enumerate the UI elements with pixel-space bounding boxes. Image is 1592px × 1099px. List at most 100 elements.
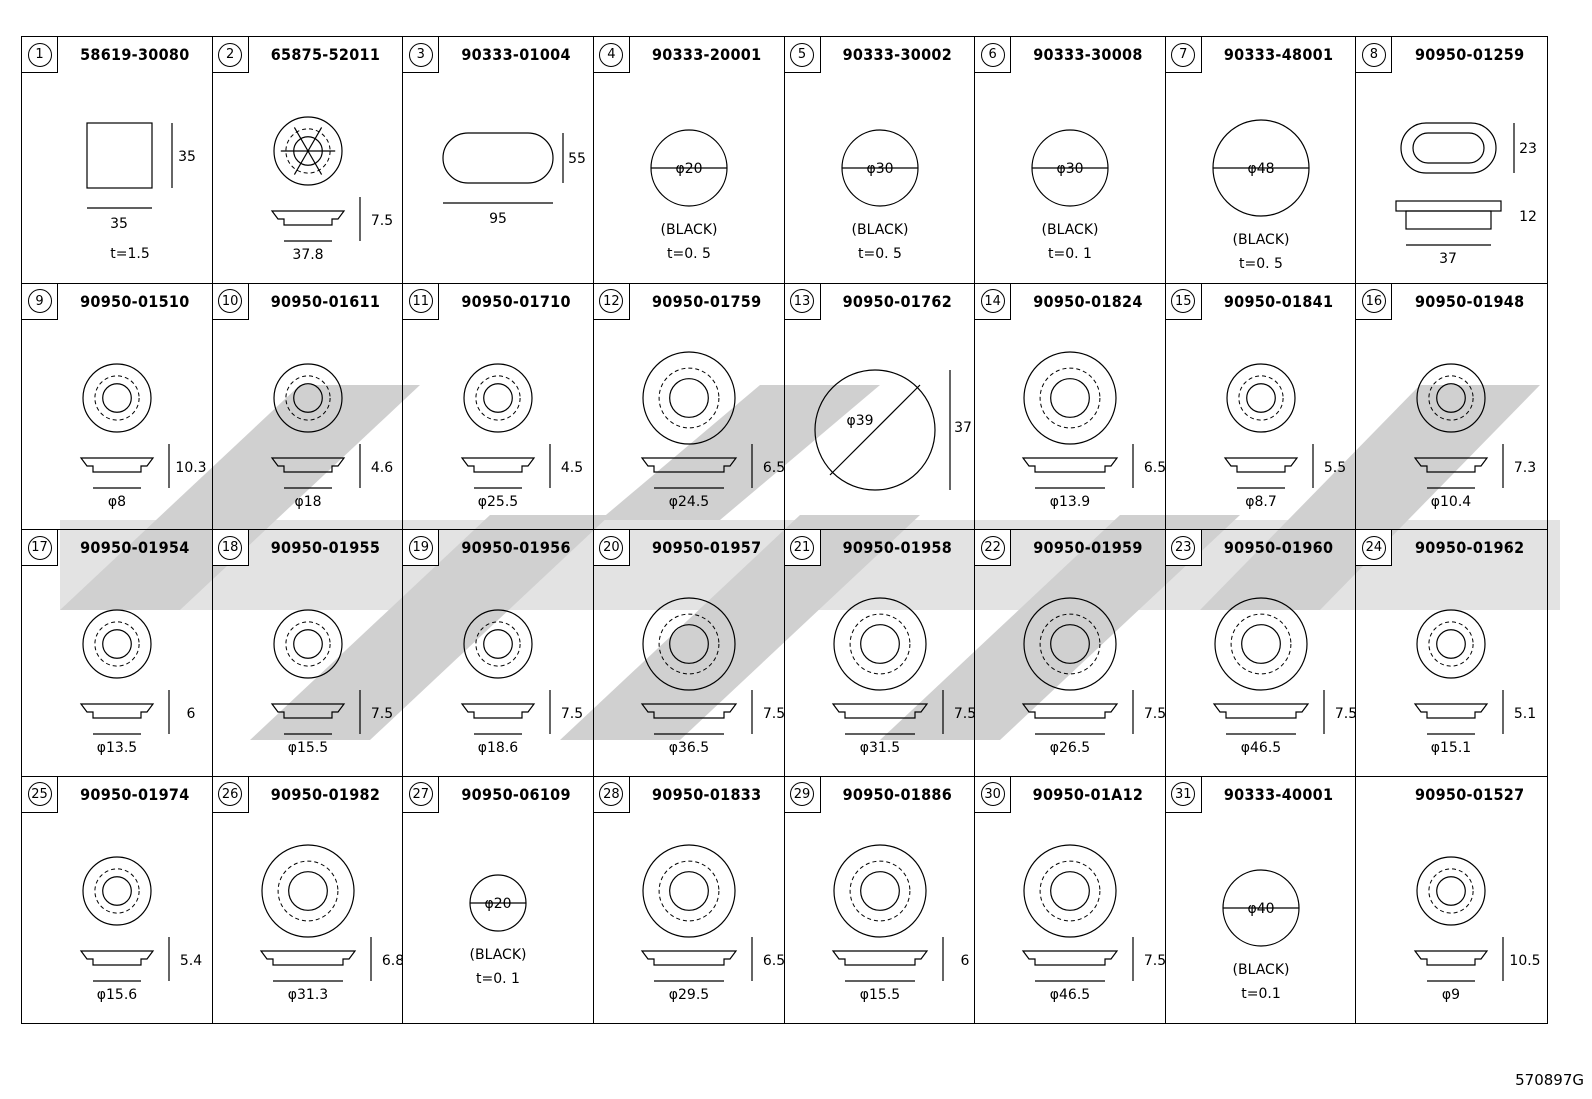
grommet-outer-ring xyxy=(273,609,343,679)
diameter-dimension-label: φ30 xyxy=(866,161,893,177)
grommet-outer-ring xyxy=(1416,609,1486,679)
part-side-profile xyxy=(461,703,536,719)
item-number: 12 xyxy=(599,289,624,313)
grommet-inner-ring xyxy=(1428,867,1474,914)
height-dimension-label: 5.1 xyxy=(1514,706,1536,722)
height-dimension-label: 5.4 xyxy=(180,953,202,969)
diameter-dimension-line xyxy=(829,384,920,475)
grommet-inner-ring xyxy=(1428,621,1474,667)
item-number: 1 xyxy=(27,42,52,67)
grommet-outer-ring xyxy=(273,116,343,186)
thickness-note: t=0.1 xyxy=(1241,986,1280,1002)
part-side-profile xyxy=(1212,703,1309,719)
part-drawing: 5.5φ8.7 xyxy=(1223,362,1346,510)
grommet-inner-ring xyxy=(1230,613,1292,675)
item-number: 9 xyxy=(27,289,52,313)
item-number: 25 xyxy=(27,782,52,806)
oval-grommet-side xyxy=(1395,200,1502,212)
width-dimension-label: 35 xyxy=(110,216,128,232)
part-side-profile xyxy=(640,456,738,473)
item-number: 20 xyxy=(599,535,624,560)
thickness-note: t=0. 1 xyxy=(1048,246,1092,262)
part-drawing: φ40(BLACK)t=0.1 xyxy=(1222,868,1300,1002)
height-dimension-label: 4.6 xyxy=(370,460,392,476)
part-side-profile xyxy=(831,949,928,966)
part-number: 90950-01886 xyxy=(842,784,953,804)
square-patch xyxy=(86,122,153,189)
diameter-dimension-label: φ15.5 xyxy=(859,987,899,1003)
grommet-outer-ring xyxy=(1023,350,1117,445)
diameter-dimension-label: φ36.5 xyxy=(669,740,709,756)
height-dimension-label: 37 xyxy=(954,420,972,436)
grommet-outer-ring xyxy=(82,609,152,679)
clip-disc-body xyxy=(813,368,936,491)
item-number: 4 xyxy=(599,42,624,67)
part-number: 90950-01954 xyxy=(80,538,190,557)
part-number: 90950-01259 xyxy=(1414,45,1525,64)
item-number-box: 24 xyxy=(1356,530,1393,566)
height-dimension-label: 6 xyxy=(960,953,969,969)
item-number: 11 xyxy=(408,289,433,313)
part-cell[interactable]: 25 90950-01974 5.4 φ15.6 xyxy=(22,776,213,1023)
item-number-box: 15 xyxy=(1165,283,1202,320)
item-number-box: 17 xyxy=(22,530,58,566)
diameter-dimension-label: φ25.5 xyxy=(478,494,518,510)
part-drawing: 4.6 φ18 xyxy=(270,362,393,510)
item-number: 28 xyxy=(599,782,624,806)
item-number: 17 xyxy=(27,535,52,560)
grommet-outer-ring xyxy=(1416,362,1486,433)
item-number-box: 31 xyxy=(1165,776,1202,813)
color-note: (BLACK) xyxy=(851,222,908,238)
grommet-hole xyxy=(483,629,514,659)
diameter-dimension-label: φ13.9 xyxy=(1050,494,1090,510)
item-number-box: 16 xyxy=(1356,283,1393,320)
item-number: 14 xyxy=(980,289,1005,313)
grommet-outer-ring xyxy=(463,609,533,679)
part-number: 90950-06109 xyxy=(461,784,571,804)
item-number: 18 xyxy=(218,535,243,560)
grommet-outer-ring xyxy=(642,350,736,445)
item-number: 10 xyxy=(218,289,243,313)
diameter-dimension-label: φ8 xyxy=(108,494,126,510)
grommet-inner-ring xyxy=(658,367,720,428)
grommet-hole xyxy=(102,382,132,413)
diameter-dimension-label: φ15.6 xyxy=(97,987,138,1003)
item-number-box: 14 xyxy=(975,283,1012,320)
part-number: 90950-01974 xyxy=(80,784,190,804)
grommet-inner-ring xyxy=(1039,860,1101,921)
diameter-dimension-label: φ18 xyxy=(294,494,321,510)
